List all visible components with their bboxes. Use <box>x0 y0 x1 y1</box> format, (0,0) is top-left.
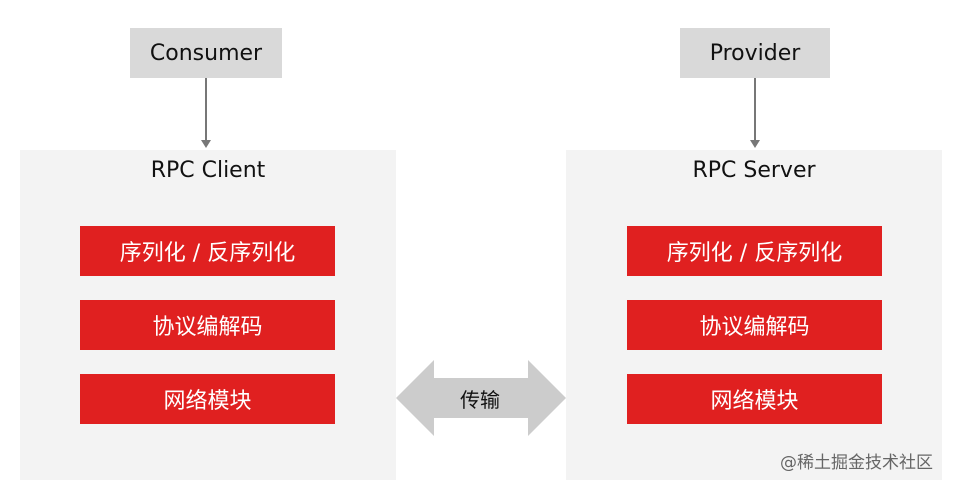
consumer-arrow-line <box>205 78 207 140</box>
server-network-module-label: 网络模块 <box>710 389 799 414</box>
rpc-server-panel: RPC Server 序列化 / 反序列化 协议编解码 网络模块 <box>566 150 942 480</box>
transfer-double-arrow <box>396 360 566 436</box>
provider-label: Provider <box>709 40 801 66</box>
client-network-module-layer: 网络模块 <box>80 374 335 424</box>
server-serialization-layer: 序列化 / 反序列化 <box>627 226 882 276</box>
client-serialization-layer: 序列化 / 反序列化 <box>80 226 335 276</box>
client-protocol-codec-label: 协议编解码 <box>152 315 263 340</box>
consumer-box: Consumer <box>130 28 282 78</box>
server-protocol-codec-label: 协议编解码 <box>699 315 810 340</box>
rpc-client-panel: RPC Client 序列化 / 反序列化 协议编解码 网络模块 <box>20 150 396 480</box>
client-network-module-label: 网络模块 <box>163 389 252 414</box>
rpc-client-title: RPC Client <box>150 158 266 183</box>
provider-box: Provider <box>680 28 830 78</box>
consumer-label: Consumer <box>149 40 263 66</box>
server-protocol-codec-layer: 协议编解码 <box>627 300 882 350</box>
watermark: @稀土掘金技术社区 <box>780 453 933 473</box>
transfer-arrow-shape <box>396 360 566 436</box>
rpc-server-title: RPC Server <box>692 158 816 183</box>
server-network-module-layer: 网络模块 <box>627 374 882 424</box>
transfer-label: 传输 <box>460 387 500 412</box>
provider-arrow-line <box>754 78 756 140</box>
client-protocol-codec-layer: 协议编解码 <box>80 300 335 350</box>
server-serialization-label: 序列化 / 反序列化 <box>666 241 843 266</box>
consumer-arrow-head <box>201 140 211 148</box>
provider-arrow-head <box>750 140 760 148</box>
client-serialization-label: 序列化 / 反序列化 <box>119 241 296 266</box>
